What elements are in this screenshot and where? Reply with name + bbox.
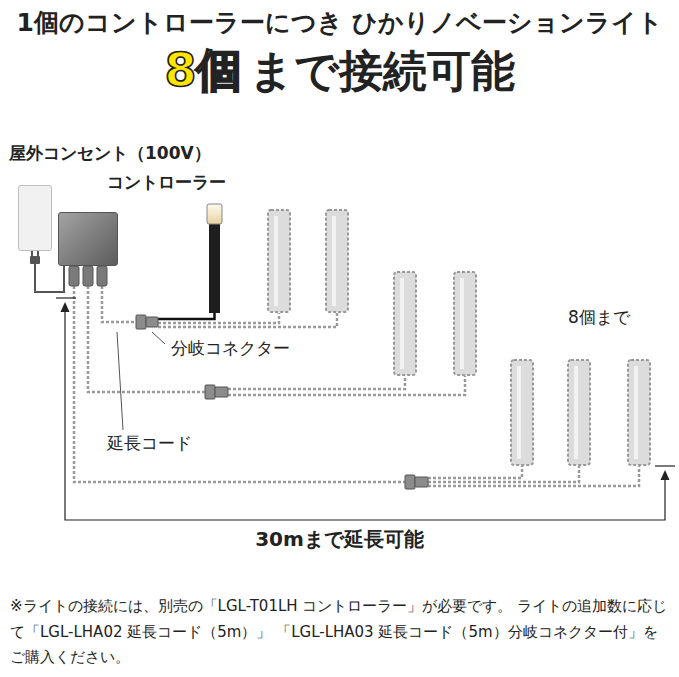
drawing-part: [102, 286, 136, 322]
drawing-part: [268, 210, 290, 312]
drawing-part: [117, 332, 123, 430]
drawing-part: [628, 360, 650, 465]
cord-label: 延長コード: [104, 432, 195, 455]
drawing-part: [415, 477, 428, 487]
drawing-part: [83, 266, 93, 286]
drawing-part: [146, 317, 158, 327]
drawing-part: [400, 278, 404, 369]
drawing-part: [158, 313, 337, 327]
node-heading: 屋外コンセント（100V）: [9, 142, 211, 165]
power-cord: [35, 264, 64, 292]
controller-plugs: [69, 266, 107, 286]
highlight-number: 8個: [164, 40, 242, 102]
caption-note: ※ライトの接続には、別売の「LGL-T01LH コントローラー」が必要です。 ラ…: [10, 594, 672, 671]
drawing-part: [511, 360, 533, 465]
garden-light: [158, 204, 222, 319]
drawing-part: [460, 278, 464, 369]
extension-cords: [74, 286, 639, 486]
drawing-part: [274, 216, 278, 306]
drawing-part: [74, 286, 405, 482]
drawing-part: [136, 315, 146, 329]
drawing-part: [158, 313, 279, 323]
drawing-part: [394, 272, 416, 375]
drawing-part: [574, 366, 578, 459]
node-heading: コントローラー: [107, 171, 226, 194]
drawing-part: [634, 366, 638, 459]
drawing-part: [332, 216, 336, 306]
drawing-part: [568, 360, 590, 465]
dimension-arrow: [56, 298, 675, 520]
drawing-part: [97, 266, 107, 286]
drawing-part: [205, 385, 215, 399]
drawing-part: [209, 222, 220, 313]
drawing-part: [405, 475, 415, 489]
drawing-part: [228, 376, 465, 395]
drawing-part: [428, 466, 639, 486]
drawing-part: [56, 297, 76, 298]
drawing-part: [215, 387, 228, 397]
drawing-part: [655, 465, 675, 466]
drawing-part: [517, 366, 521, 459]
count-label: 8個まで: [565, 306, 633, 329]
drawing-part: [661, 470, 670, 480]
drawing-part: [454, 272, 476, 375]
connector-label: 分岐コネクター: [168, 337, 293, 360]
arrowheads: [61, 302, 670, 480]
drawing-part: [158, 313, 215, 319]
drawing-part: [207, 204, 222, 224]
light-highlights: [276, 216, 636, 459]
headline-row: 8個まで接続可能: [0, 40, 679, 102]
controller-box: コントローラー: [58, 212, 118, 266]
dimension-label: 30mまで延長可能: [252, 526, 427, 553]
drawing-part: [428, 466, 579, 482]
drawing-part: [428, 466, 522, 478]
drawing-part: [69, 266, 79, 286]
title: 1個のコントローラーにつき ひかりノベーションライト: [0, 6, 679, 39]
drawing-part: [228, 376, 405, 389]
branch-connectors: [136, 315, 428, 489]
leader-lines: [117, 332, 165, 430]
headline-text: まで接続可能: [249, 42, 515, 101]
drawing-part: [326, 210, 348, 312]
drawing-part: [61, 302, 70, 312]
drawing-part: [30, 256, 40, 264]
drawing-part: [152, 332, 165, 344]
outlet-plug: [30, 250, 40, 264]
light-outlines: [268, 210, 650, 465]
outlet-box: 屋外コンセント（100V）: [18, 185, 52, 251]
drawing-part: [65, 306, 665, 520]
